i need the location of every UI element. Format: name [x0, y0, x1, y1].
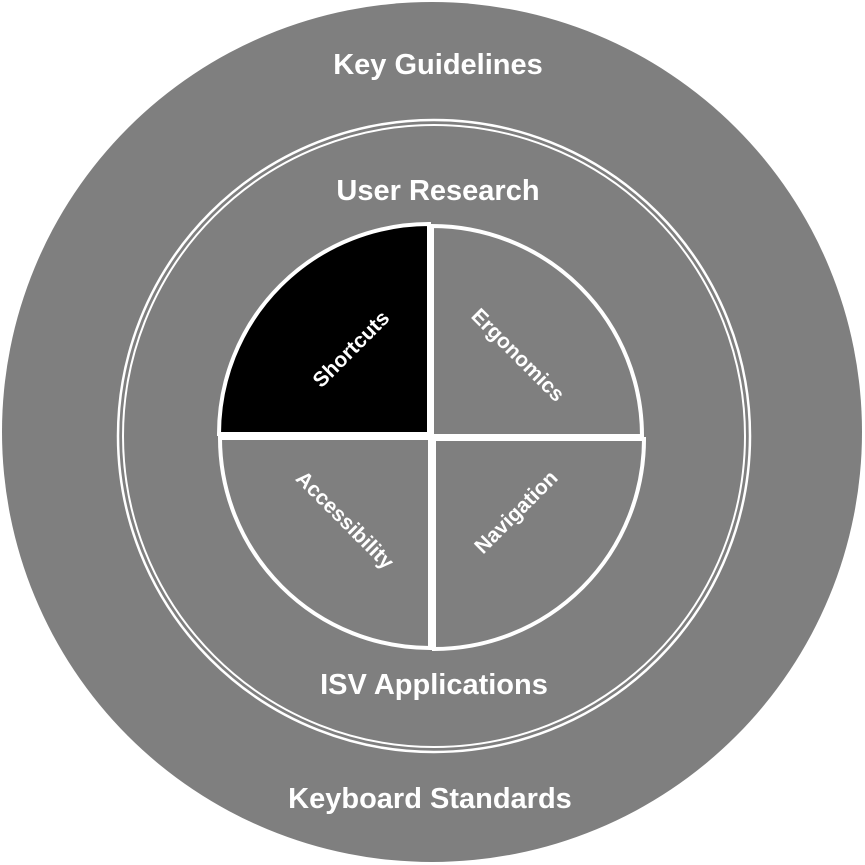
middle-ring-border-inner	[122, 124, 746, 748]
outer-bottom-label: Keyboard Standards	[288, 783, 572, 815]
quadrant-ergonomics[interactable]	[430, 223, 645, 438]
middle-bottom-label: ISV Applications	[320, 669, 548, 701]
quadrant-shortcuts[interactable]	[216, 221, 431, 436]
middle-ring-border-outer	[116, 118, 752, 754]
outer-top-label: Key Guidelines	[333, 49, 543, 81]
middle-top-label: User Research	[336, 175, 539, 207]
quadrant-navigation[interactable]	[432, 437, 647, 652]
quadrant-accessibility[interactable]	[217, 436, 432, 651]
